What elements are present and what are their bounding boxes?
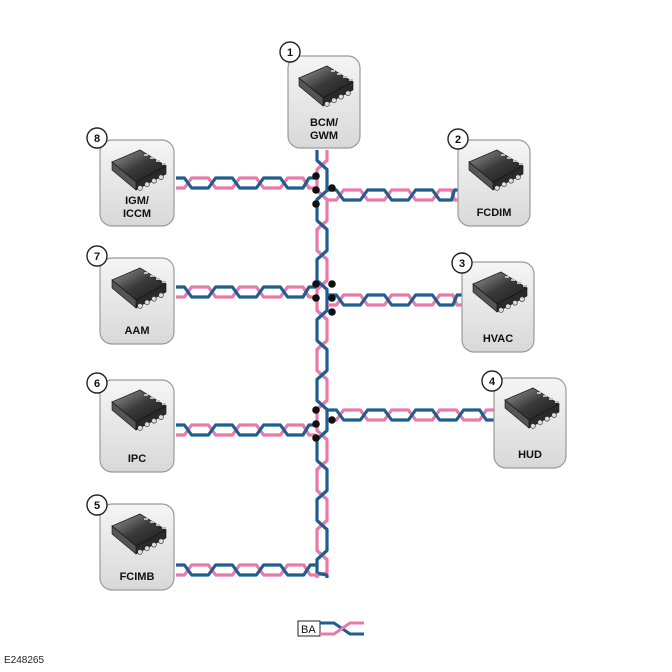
module-number-badge: 3: [451, 252, 473, 274]
branch-wiring-fcimb: [176, 563, 318, 577]
legend: BA: [297, 620, 364, 637]
can-low-wire: [315, 150, 329, 578]
module-label: FCIMB: [120, 571, 155, 583]
branch-wiring-ipc: [176, 423, 316, 437]
wire-junctions: [312, 172, 336, 442]
wire-junction-dot: [312, 406, 320, 414]
can-low-wire: [328, 188, 458, 202]
module-number: 4: [489, 376, 496, 388]
module-number-badge: 2: [447, 128, 469, 150]
module-hvac: HVAC 3: [451, 252, 535, 353]
control-module-icon: [468, 149, 524, 191]
control-module-icon: [111, 149, 167, 191]
branch-wiring-hvac: [328, 293, 462, 307]
wire-junction-dot: [328, 294, 336, 302]
control-module-icon: [111, 513, 167, 555]
wire-junction-dot: [312, 420, 320, 428]
module-label: IGM/: [125, 195, 149, 207]
can-low-wire: [176, 285, 316, 299]
wire-junction-dot: [328, 184, 336, 192]
can-high-wire: [328, 293, 462, 307]
control-module-icon: [504, 387, 560, 429]
module-fcimb: FCIMB 5: [86, 494, 175, 591]
module-number: 7: [94, 251, 100, 263]
control-module-icon: [111, 389, 167, 431]
module-number: 2: [455, 134, 461, 146]
module-number-badge: 6: [86, 372, 108, 394]
can-low-wire: [328, 293, 462, 307]
can-high-wire: [176, 176, 316, 190]
can-high-wire: [176, 423, 316, 437]
control-module-icon: [472, 271, 528, 313]
can-low-wire: [176, 563, 318, 577]
wire-junction-dot: [312, 186, 320, 194]
can-low-wire: [176, 176, 316, 190]
wire-junction-dot: [312, 200, 320, 208]
module-label: GWM: [310, 130, 338, 142]
wire-junction-dot: [312, 434, 320, 442]
wire-junction-dot: [312, 294, 320, 302]
wire-junction-dot: [312, 172, 320, 180]
module-hud: HUD 4: [481, 370, 567, 469]
module-number: 8: [94, 133, 100, 145]
branch-wiring-fcdim: [328, 188, 458, 202]
wire-junction-dot: [328, 308, 336, 316]
module-label: FCDIM: [477, 207, 512, 219]
control-module-icon: [111, 267, 167, 309]
document-id: E248265: [4, 655, 45, 666]
wire-junction-dot: [328, 280, 336, 288]
twisted-pair-wiring: [176, 150, 494, 578]
branch-wiring-aam: [176, 285, 316, 299]
module-number-badge: 1: [279, 41, 301, 63]
module-number-badge: 8: [86, 127, 108, 149]
wire-junction-dot: [312, 280, 320, 288]
wire-junction-dot: [328, 416, 336, 424]
module-igmiccm: IGM/ICCM 8: [86, 127, 175, 227]
module-number-badge: 4: [481, 370, 503, 392]
branch-wiring-igm-iccm: [176, 176, 316, 190]
legend-label: BA: [301, 624, 316, 636]
module-label: HUD: [518, 449, 542, 461]
module-number: 5: [94, 500, 100, 512]
legend-label-box: [297, 620, 321, 637]
can-high-wire: [176, 285, 316, 299]
module-number: 6: [94, 378, 100, 390]
module-number-badge: 7: [86, 245, 108, 267]
control-module-icon: [298, 65, 354, 107]
module-bcmgwm: BCM/GWM 1: [279, 41, 361, 149]
module-fcdim: FCDIM 2: [447, 128, 531, 227]
can-high-wire: [328, 188, 458, 202]
module-number: 3: [459, 258, 465, 270]
module-number: 1: [287, 47, 293, 59]
module-label: HVAC: [483, 333, 513, 345]
module-number-badge: 5: [86, 494, 108, 516]
twisted-pair-icon: [320, 621, 364, 636]
module-label: BCM/: [310, 117, 338, 129]
module-label: AAM: [124, 325, 149, 337]
module-aam: AAM 7: [86, 245, 175, 345]
trunk-wiring: [315, 150, 329, 578]
module-ipc: IPC 6: [86, 372, 175, 473]
module-label: ICCM: [123, 208, 151, 220]
can-low-wire: [176, 423, 316, 437]
module-label: IPC: [128, 453, 146, 465]
branch-wiring-hud: [328, 408, 494, 422]
can-high-wire: [176, 563, 318, 577]
can-low-wire: [328, 408, 494, 422]
